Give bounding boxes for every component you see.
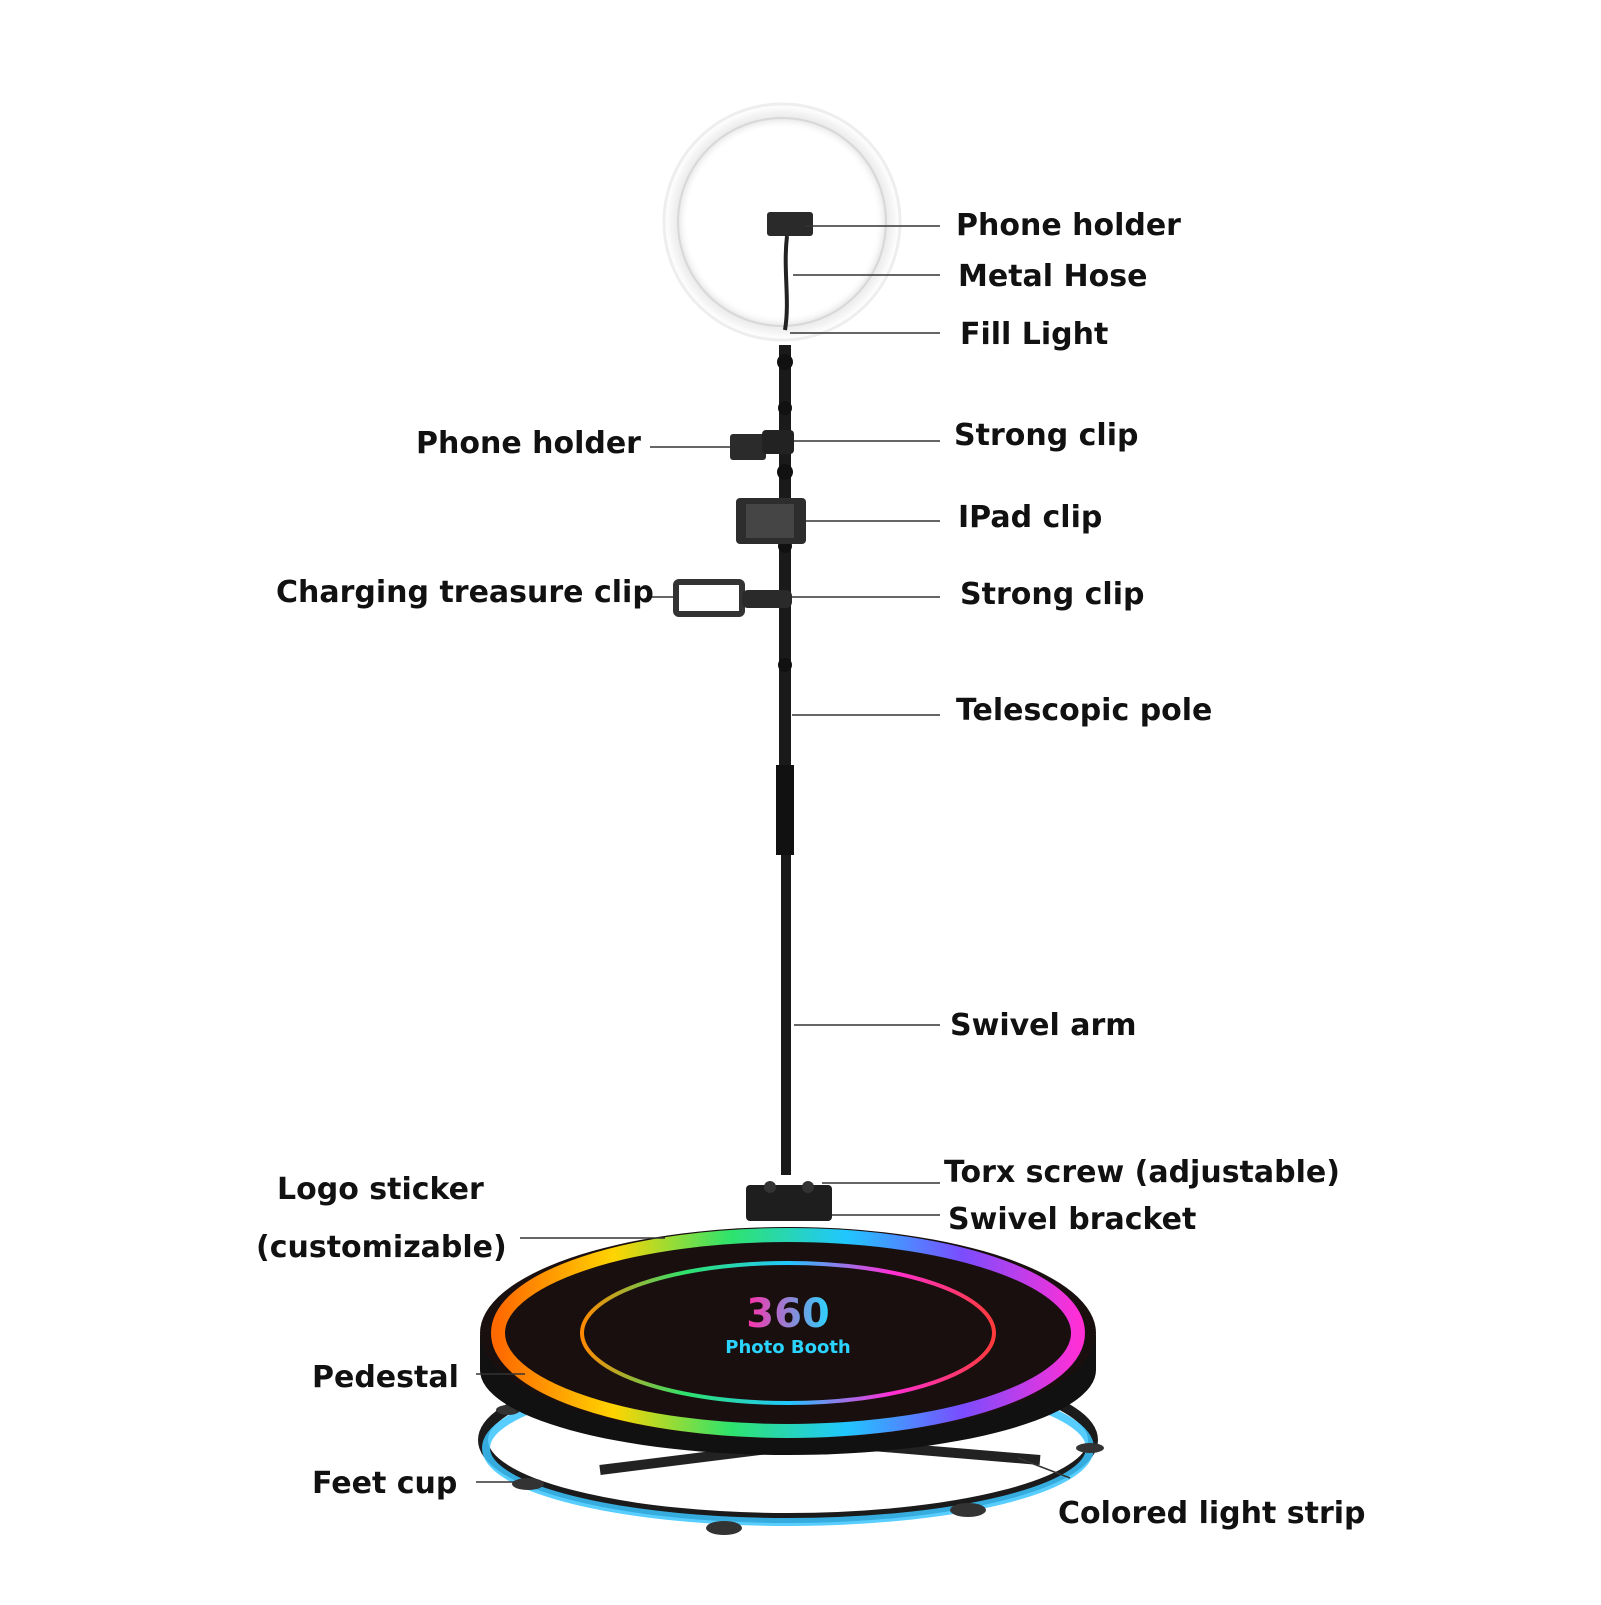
leader-lines <box>476 225 1071 1483</box>
label-phone-holder-top: Phone holder <box>956 208 1181 243</box>
swivel-bracket <box>746 1181 832 1221</box>
logo-sticker: 360 Photo Booth <box>725 1291 850 1358</box>
label-telescopic-pole: Telescopic pole <box>956 693 1213 728</box>
label-colored-strip: Colored light strip <box>1058 1496 1366 1531</box>
label-pedestal: Pedestal <box>312 1360 459 1395</box>
feet-cups <box>496 1405 1104 1535</box>
charging-treasure-clip <box>673 579 792 617</box>
label-strong-clip-2: Strong clip <box>960 577 1145 612</box>
label-feet-cup: Feet cup <box>312 1466 458 1501</box>
label-swivel-bracket: Swivel bracket <box>948 1202 1197 1237</box>
strong-clip-upper <box>730 430 794 460</box>
label-phone-holder-left: Phone holder <box>416 426 641 461</box>
label-strong-clip-1: Strong clip <box>954 418 1139 453</box>
label-logo-sticker: Logo sticker <box>277 1172 484 1207</box>
label-swivel-arm: Swivel arm <box>950 1008 1137 1043</box>
label-logo-sticker-sub: (customizable) <box>256 1230 507 1265</box>
telescopic-pole <box>776 345 794 1175</box>
label-torx-screw: Torx screw (adjustable) <box>944 1155 1340 1190</box>
top-phone-holder <box>767 212 813 331</box>
label-metal-hose: Metal Hose <box>958 259 1148 294</box>
label-fill-light: Fill Light <box>960 317 1109 352</box>
logo-mark: 360 <box>746 1291 830 1337</box>
label-ipad-clip: IPad clip <box>958 500 1103 535</box>
logo-text: Photo Booth <box>725 1337 850 1358</box>
ipad-clip <box>736 498 806 544</box>
label-charging-clip: Charging treasure clip <box>276 575 654 610</box>
pedestal-disc <box>480 1227 1096 1455</box>
